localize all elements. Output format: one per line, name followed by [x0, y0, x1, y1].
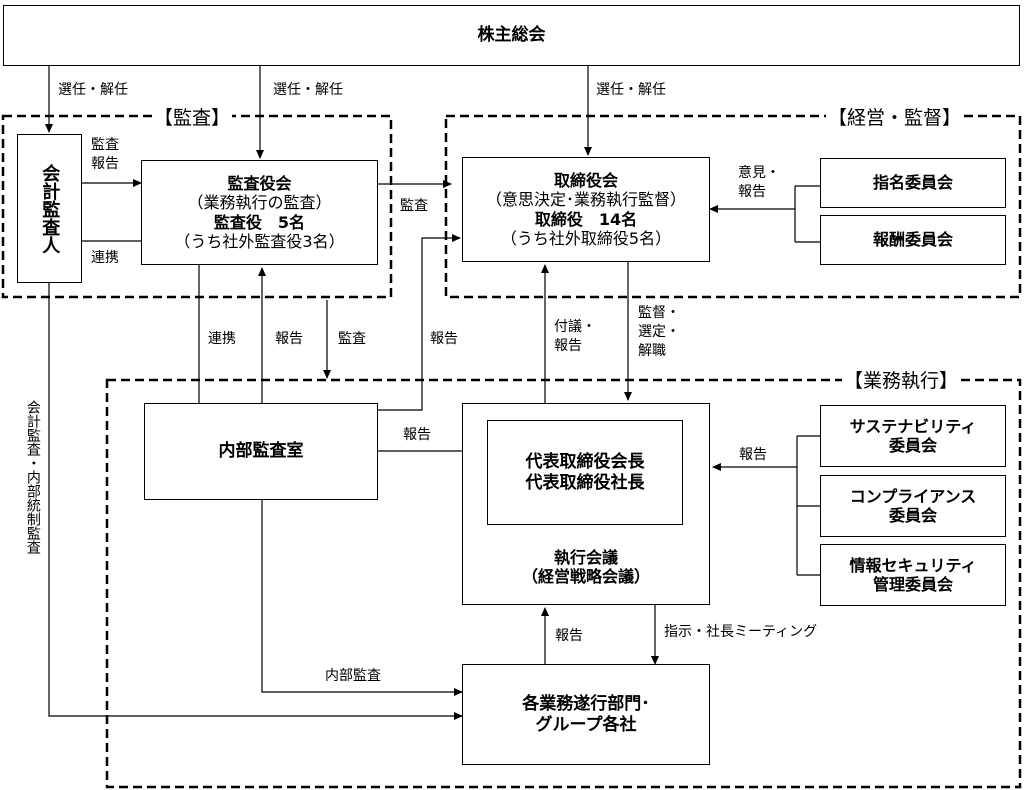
- section-title-execution: 【業務執行】: [842, 366, 961, 393]
- label-coop-auditor: 連携: [91, 250, 119, 266]
- board-members: 取締役 14名: [534, 209, 638, 229]
- accounting-auditor-label: 会計監査人: [39, 163, 61, 254]
- departments-line2: グループ各社: [535, 714, 637, 735]
- compliance-line1: コンプライアンス: [849, 486, 977, 506]
- label-elect-auditor: 選任・解任: [58, 82, 128, 98]
- label-report-dept: 報告: [555, 628, 583, 644]
- audit-section-frame: [1, 114, 393, 299]
- internal-audit-label: 内部監査室: [218, 441, 304, 462]
- rep-president: 代表取締役社長: [525, 472, 645, 493]
- label-instruct: 指示・社長ミーティング: [664, 624, 818, 640]
- compliance-line2: 委員会: [888, 506, 937, 525]
- management-section-frame: [444, 114, 1022, 299]
- label-audit-down: 監査: [338, 331, 366, 347]
- departments-box: 各業務遂行部門･ グループ各社: [462, 664, 710, 765]
- execution-section-frame: [105, 378, 1022, 789]
- board-title: 取締役会: [553, 171, 618, 191]
- label-internal-audit-dept: 内部監査: [325, 668, 381, 684]
- arrow-internal-to-board: [378, 234, 461, 411]
- board-role: （意思決定･業務執行監督）: [485, 190, 686, 210]
- audit-board-role: （業務執行の監査）: [187, 193, 332, 213]
- rep-chairman: 代表取締役会長: [525, 452, 645, 473]
- label-coop-internal: 連携: [208, 331, 236, 347]
- sustainability-committee-box: サステナビリティ 委員会: [820, 405, 1006, 467]
- sustainability-line2: 委員会: [888, 436, 937, 455]
- remuneration-committee-box: 報酬委員会: [820, 215, 1006, 265]
- infosec-line2: 管理委員会: [872, 575, 953, 594]
- sustainability-line1: サステナビリティ: [849, 416, 977, 436]
- board-outside: （うち社外取締役5名）: [500, 228, 672, 248]
- label-propose-report: 付議・ 報告: [554, 319, 596, 354]
- representative-directors-box: 代表取締役会長 代表取締役社長: [487, 420, 683, 525]
- shareholders-meeting-box: 株主総会: [3, 5, 1020, 66]
- board-of-directors-box: 取締役会 （意思決定･業務執行監督） 取締役 14名 （うち社外取締役5名）: [462, 157, 710, 262]
- compliance-committee-box: コンプライアンス 委員会: [820, 475, 1006, 537]
- audit-board-members: 監査役 5名: [213, 212, 306, 232]
- section-title-management: 【経営・監督】: [826, 103, 964, 130]
- audit-board-title: 監査役会: [227, 174, 292, 194]
- shareholders-meeting-label: 株主総会: [477, 25, 546, 46]
- arrow-internal-audit-dept: [261, 500, 463, 696]
- label-audit-report: 監査 報告: [91, 137, 119, 172]
- infosec-committee-box: 情報セキュリティ 管理委員会: [820, 544, 1006, 606]
- label-elect-audit-board: 選任・解任: [273, 82, 343, 98]
- label-report-internal-up: 報告: [275, 331, 303, 347]
- audit-board-box: 監査役会 （業務執行の監査） 監査役 5名 （うち社外監査役3名）: [141, 160, 378, 265]
- label-supervise: 監督・ 選定・ 解職: [638, 305, 680, 359]
- label-opinion-report: 意見・ 報告: [738, 165, 780, 200]
- infosec-line1: 情報セキュリティ: [849, 555, 977, 575]
- exec-meeting-title: 執行会議: [553, 547, 618, 567]
- nomination-committee-label: 指名委員会: [872, 173, 953, 193]
- remuneration-committee-label: 報酬委員会: [872, 230, 953, 250]
- label-elect-board: 選任・解任: [596, 82, 666, 98]
- label-report-internal-rep: 報告: [403, 427, 431, 443]
- label-report-committees: 報告: [739, 447, 767, 463]
- departments-line1: 各業務遂行部門･: [522, 694, 650, 715]
- accounting-auditor-box: 会計監査人: [17, 134, 82, 283]
- nomination-committee-box: 指名委員会: [820, 158, 1006, 208]
- arrow-accounting-dept: [48, 283, 463, 720]
- section-title-audit: 【監査】: [152, 103, 233, 130]
- exec-meeting-subtitle: （経営戦略会議）: [521, 566, 650, 586]
- label-audit-to-board: 監査: [400, 198, 428, 214]
- internal-audit-box: 内部監査室: [144, 403, 378, 500]
- audit-board-outside: （うち社外監査役3名）: [174, 231, 345, 251]
- label-accounting-internal-audit: 会計監査・内部統制監査: [24, 400, 41, 554]
- label-report-internal-board: 報告: [430, 331, 458, 347]
